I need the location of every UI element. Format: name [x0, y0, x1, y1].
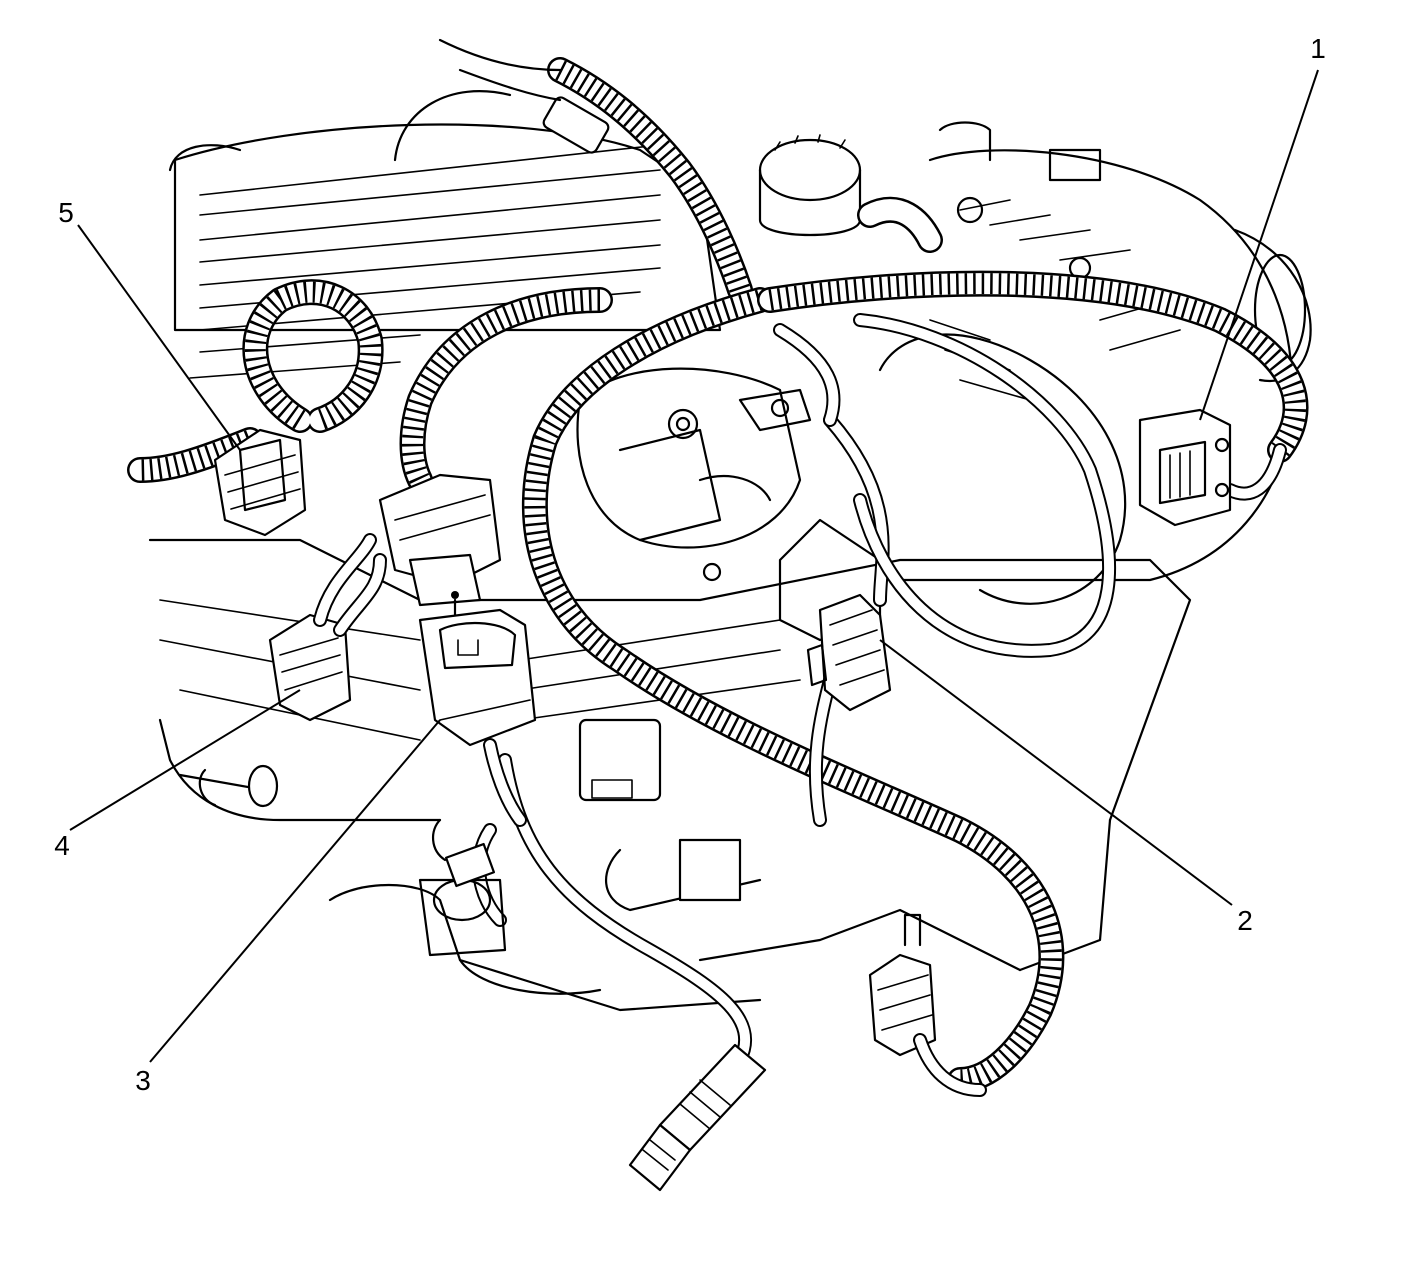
- connector-4: [268, 533, 387, 722]
- leader-line-5: [77, 224, 241, 451]
- throttle-body: [576, 134, 882, 642]
- callout-5: 5: [58, 197, 74, 228]
- lower-center-sensors: [418, 718, 762, 957]
- leader-line-2: [879, 639, 1233, 906]
- connector-3: [378, 473, 537, 827]
- callout-2: 2: [1237, 905, 1253, 936]
- connector-5: [213, 428, 307, 537]
- leader-line-3: [149, 719, 441, 1063]
- leader-line-4: [69, 689, 301, 831]
- callout-3: 3: [135, 1065, 151, 1096]
- alternator-fins: [929, 199, 1181, 401]
- callout-4: 4: [54, 830, 70, 861]
- callout-1: 1: [1310, 33, 1326, 64]
- lower-right-connector: [868, 913, 987, 1097]
- leader-line-1: [1199, 69, 1319, 421]
- main-corrugated-loom: [522, 287, 1065, 1093]
- sensor-wire-right: [773, 313, 1116, 827]
- oxygen-sensor-wire: [472, 753, 767, 1192]
- callout-labels: 1 2 3 4 5: [54, 33, 1326, 1096]
- alternator-harness: [757, 270, 1309, 501]
- upper-harness-loom: [438, 38, 943, 303]
- leader-lines: [69, 69, 1319, 1063]
- alternator: [878, 121, 1312, 605]
- connector-2: [806, 593, 892, 712]
- connector-1: [1138, 408, 1232, 527]
